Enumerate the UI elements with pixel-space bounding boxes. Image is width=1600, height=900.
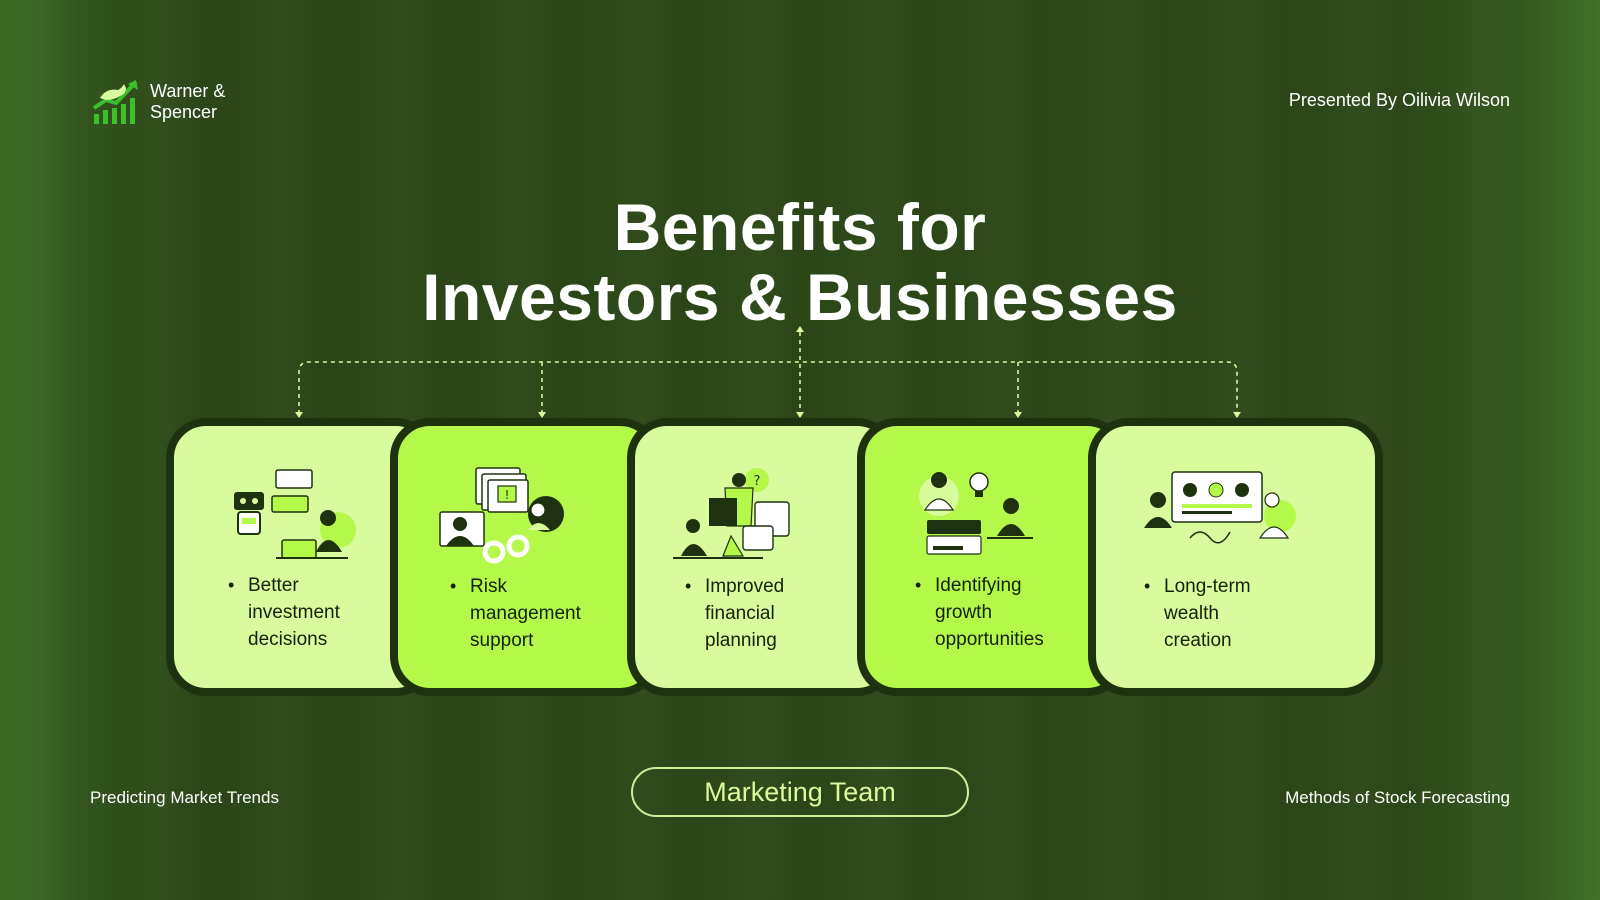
- dashboard-charts-illustration-icon: [1144, 471, 1296, 544]
- brand-name-line2: Spencer: [150, 102, 218, 122]
- benefit-text-line: Identifying: [935, 575, 1022, 596]
- benefit-text-line: creation: [1164, 630, 1232, 651]
- benefit-text-line: planning: [705, 630, 777, 651]
- marketing-team-button[interactable]: Marketing Team: [631, 767, 969, 817]
- presenter-label: Presented By Oilivia Wilson: [1288, 90, 1510, 110]
- benefit-text-line: support: [470, 630, 534, 651]
- benefit-text-line: investment: [248, 602, 340, 623]
- benefit-card-5: Long-term wealth creation: [1088, 418, 1383, 696]
- benefit-text-3: Improved financial planning: [685, 573, 875, 654]
- benefit-text-line: wealth: [1164, 603, 1219, 624]
- benefit-text-line: financial: [705, 603, 775, 624]
- benefit-text-line: growth: [935, 602, 993, 623]
- benefit-text-line: Improved: [705, 576, 785, 597]
- slide-title: Benefits for Investors & Businesses: [0, 192, 1600, 332]
- slide-title-line2: Investors & Businesses: [422, 260, 1178, 334]
- benefit-card-2: ! Risk management support: [390, 418, 660, 696]
- benefit-text-line: Better: [248, 575, 299, 596]
- brand-logo: Warner & Spencer: [92, 78, 225, 126]
- footer-left-label: Predicting Market Trends: [90, 788, 279, 807]
- svg-text:?: ?: [754, 474, 761, 489]
- footer-right-label: Methods of Stock Forecasting: [1285, 788, 1510, 807]
- error-gears-illustration-icon: !: [439, 467, 564, 564]
- benefit-card-3: ? Improved financial planning: [627, 418, 897, 696]
- benefit-text-5: Long-term wealth creation: [1144, 573, 1334, 654]
- benefit-text-2: Risk management support: [450, 573, 640, 654]
- brand-name: Warner & Spencer: [150, 81, 225, 123]
- benefit-card-4: Identifying growth opportunities: [857, 418, 1127, 696]
- bull-chart-icon: [92, 80, 138, 124]
- benefit-text-line: opportunities: [935, 629, 1044, 650]
- benefit-text-line: decisions: [248, 629, 328, 650]
- puzzle-question-illustration-icon: ?: [673, 468, 790, 559]
- benefit-text-line: Risk: [470, 576, 507, 597]
- benefit-text-line: management: [470, 603, 581, 624]
- lightbulb-refresh-illustration-icon: [919, 472, 1033, 555]
- benefit-text-1: Better investment decisions: [228, 572, 418, 653]
- slide-title-line1: Benefits for: [613, 190, 987, 264]
- benefit-text-line: Long-term: [1164, 576, 1251, 597]
- benefit-text-4: Identifying growth opportunities: [915, 572, 1105, 653]
- brand-name-line1: Warner &: [150, 81, 226, 101]
- svg-text:!: !: [505, 488, 510, 502]
- dashed-connectors: [295, 326, 1241, 418]
- robot-laptop-illustration-icon: [234, 469, 356, 559]
